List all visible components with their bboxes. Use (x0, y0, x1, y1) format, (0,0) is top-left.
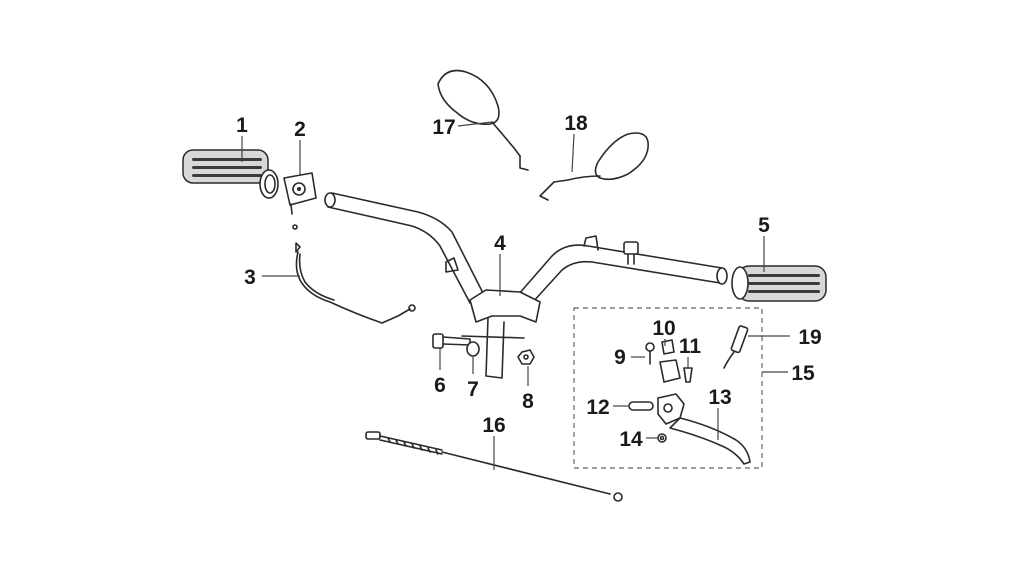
callout-9: 9 (614, 346, 626, 369)
handlebar-tube (324, 192, 728, 379)
callout-10: 10 (652, 317, 675, 340)
callout-18: 18 (564, 112, 588, 135)
callout-12: 12 (586, 396, 609, 419)
callout-11: 11 (679, 335, 702, 358)
left-mirror (437, 69, 529, 171)
leader-lines (241, 121, 790, 470)
mounting-nut (517, 349, 535, 365)
callout-15: 15 (791, 362, 815, 385)
callout-14: 14 (619, 428, 643, 451)
callout-17: 17 (432, 116, 455, 139)
callout-7: 7 (467, 378, 479, 401)
brake-switch (723, 325, 749, 369)
mounting-collar (466, 341, 480, 357)
callout-labels: 1 2 3 4 5 6 7 8 9 10 11 12 13 14 15 16 1… (236, 112, 822, 451)
clamp-screw (645, 342, 655, 365)
callout-6: 6 (434, 374, 446, 397)
brake-lever-assembly-box (573, 307, 763, 469)
callout-2: 2 (294, 118, 306, 141)
left-grip (182, 149, 279, 199)
switch-screw (683, 367, 693, 383)
callout-13: 13 (708, 386, 731, 409)
right-grip (731, 265, 827, 302)
brake-cable (365, 431, 623, 502)
right-mirror (539, 132, 649, 201)
callout-1: 1 (236, 114, 248, 137)
callout-5: 5 (758, 214, 770, 237)
throttle-cable (292, 224, 416, 324)
brake-lever (657, 393, 751, 465)
callout-19: 19 (798, 326, 821, 349)
callout-16: 16 (482, 414, 505, 437)
callout-3: 3 (244, 266, 256, 289)
lever-pin (628, 401, 654, 411)
throttle-housing (283, 172, 317, 215)
lever-washer (657, 433, 667, 443)
callout-8: 8 (522, 390, 534, 413)
callout-4: 4 (494, 232, 506, 255)
lever-clamp (659, 339, 681, 383)
